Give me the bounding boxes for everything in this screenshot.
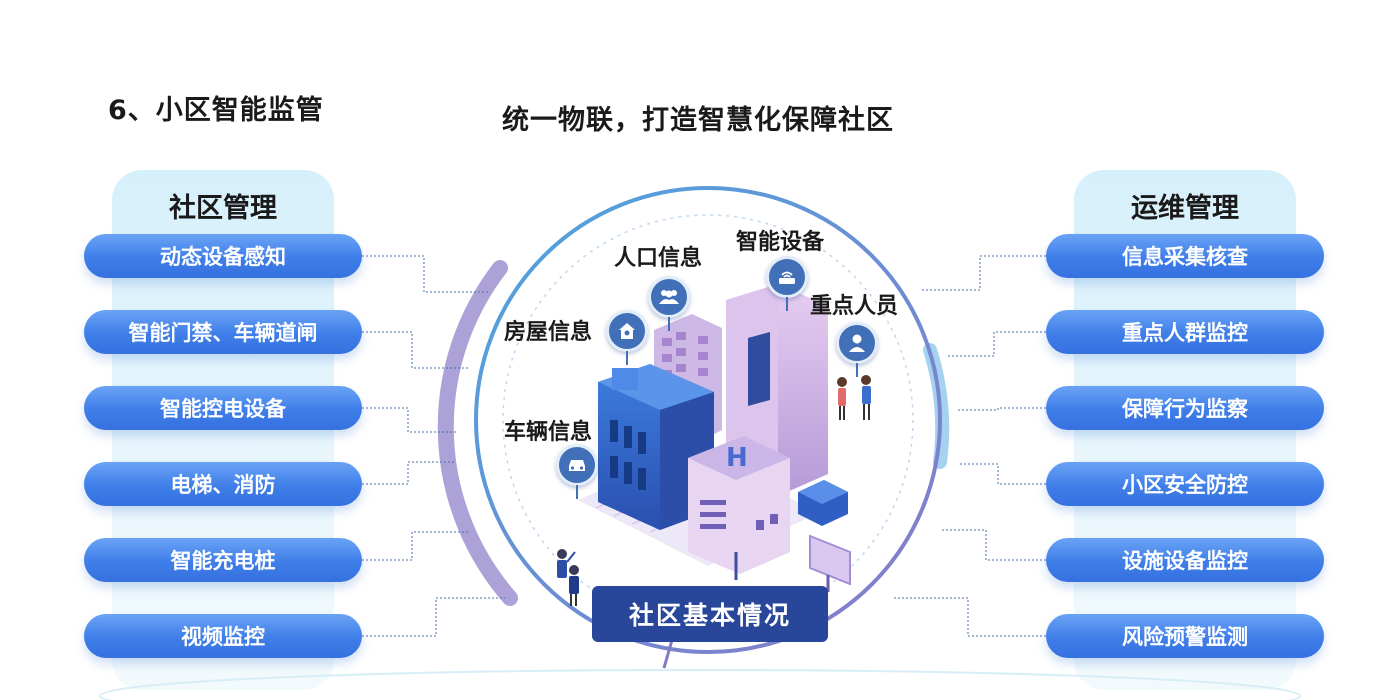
- community-basic-info-box[interactable]: 社区基本情况: [592, 586, 828, 642]
- svg-text:H: H: [726, 443, 748, 473]
- label-vehicle-info: 车辆信息: [504, 420, 593, 445]
- person-icon: [836, 322, 878, 364]
- left-item-smart-power-control[interactable]: 智能控电设备: [84, 386, 362, 430]
- community-management-title: 社区管理: [169, 193, 277, 224]
- people-group-icon: [648, 276, 690, 318]
- car-icon: [556, 444, 598, 486]
- right-item-security-defense[interactable]: 小区安全防控: [1046, 462, 1324, 506]
- label-housing-info: 房屋信息: [504, 320, 593, 345]
- left-item-elevator-fire[interactable]: 电梯、消防: [84, 462, 362, 506]
- left-item-dynamic-device-sensing[interactable]: 动态设备感知: [84, 234, 362, 278]
- left-item-video-surveillance[interactable]: 视频监控: [84, 614, 362, 658]
- label-population-info: 人口信息: [614, 246, 703, 271]
- operations-management-title: 运维管理: [1131, 193, 1239, 224]
- right-item-info-collection[interactable]: 信息采集核查: [1046, 234, 1324, 278]
- house-icon: [606, 310, 648, 352]
- router-icon: [766, 256, 808, 298]
- page-heading: 6、小区智能监管: [108, 95, 324, 126]
- diagram-subtitle: 统一物联，打造智慧化保障社区: [502, 105, 894, 136]
- right-item-facility-monitoring[interactable]: 设施设备监控: [1046, 538, 1324, 582]
- label-key-persons: 重点人员: [810, 294, 899, 319]
- left-item-smart-access-gates[interactable]: 智能门禁、车辆道闸: [84, 310, 362, 354]
- right-item-behavior-inspection[interactable]: 保障行为监察: [1046, 386, 1324, 430]
- right-item-key-group-monitoring[interactable]: 重点人群监控: [1046, 310, 1324, 354]
- label-smart-devices: 智能设备: [736, 230, 825, 255]
- left-item-smart-charging[interactable]: 智能充电桩: [84, 538, 362, 582]
- right-item-risk-warning[interactable]: 风险预警监测: [1046, 614, 1324, 658]
